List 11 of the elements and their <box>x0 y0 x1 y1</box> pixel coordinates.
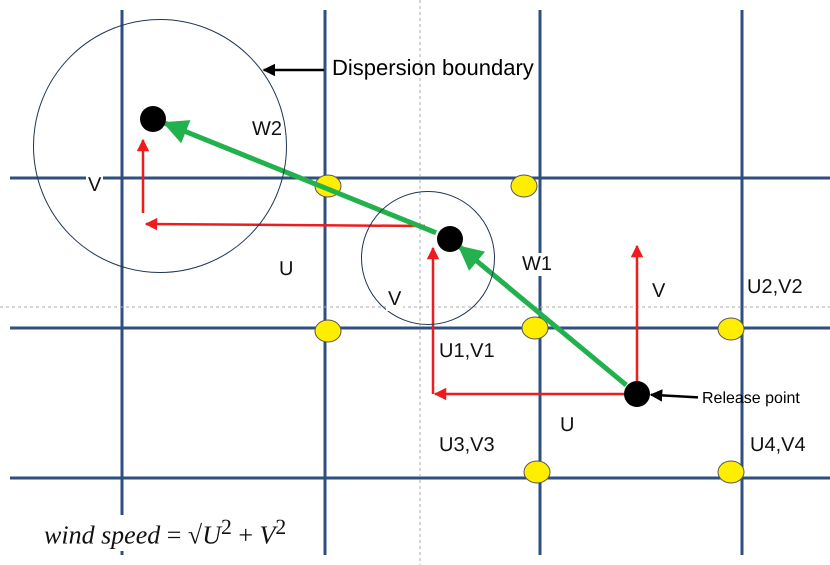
particle-dot <box>140 106 166 132</box>
arrow <box>650 389 698 402</box>
component-label: V <box>386 288 404 311</box>
arrow <box>162 120 437 236</box>
arrow <box>262 64 324 76</box>
arrow <box>458 245 628 387</box>
edge-label: W1 <box>522 253 552 276</box>
particle-dot <box>624 381 650 407</box>
particle-dot <box>437 226 463 252</box>
callout-text: Dispersion boundary <box>328 55 608 85</box>
formula: wind speed = √U$^{2}$ + V$^{2}$ <box>42 515 288 551</box>
